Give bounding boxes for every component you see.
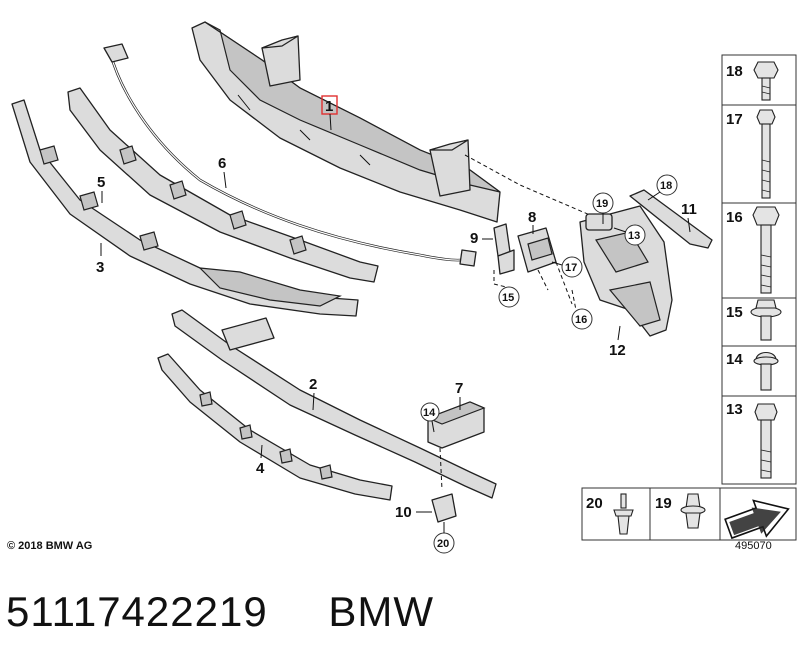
bolt-13-icon: [754, 403, 778, 479]
clip-part: [431, 493, 457, 523]
fastener-label-15: 15: [726, 304, 743, 321]
fastener-label-17: 17: [726, 111, 743, 128]
direction-arrow-icon: [724, 499, 790, 540]
bracket-11-part: [629, 189, 713, 249]
fastener-label-18: 18: [726, 63, 743, 80]
rivet-20-icon: [613, 493, 634, 535]
lower-trim-part: [171, 309, 497, 499]
callout-8: 8: [528, 209, 536, 226]
grille-rail-part: [157, 353, 393, 501]
callout-16: 16: [575, 314, 587, 326]
trim-strip-part: [103, 43, 477, 267]
bracket-strip-part: [67, 87, 379, 283]
bracket-9-part: [493, 223, 515, 275]
callout-17: 17: [565, 262, 577, 274]
bolt-18-icon: [753, 61, 779, 101]
cell-label-19: 19: [655, 495, 672, 512]
callout-20: 20: [437, 538, 449, 550]
bolt-16-icon: [752, 206, 780, 294]
mount-bracket-part: [579, 205, 673, 337]
clip-19-icon: [680, 493, 706, 529]
callout-12: 12: [609, 342, 626, 359]
callout-10: 10: [395, 504, 412, 521]
bumper-carrier-part: [191, 21, 501, 223]
callout-11: 11: [681, 201, 697, 218]
callout-2: 2: [309, 376, 317, 393]
callout-5: 5: [97, 174, 105, 191]
callout-19: 19: [596, 198, 608, 210]
highlight-box: [321, 95, 338, 115]
bolt-17-icon: [756, 109, 776, 199]
callout-14: 14: [423, 407, 436, 419]
fastener-label-14: 14: [726, 351, 743, 368]
bolt-14-icon: [753, 351, 779, 391]
callout-1: 1: [325, 98, 333, 115]
copyright-text: © 2018 BMW AG: [7, 540, 93, 552]
part-number: 51117422219: [6, 588, 268, 635]
part-number-line: 51117422219 BMW: [6, 588, 434, 636]
callout-15: 15: [502, 292, 514, 304]
fastener-label-13: 13: [726, 401, 743, 418]
callout-6: 6: [218, 155, 226, 172]
fastener-label-16: 16: [726, 209, 743, 226]
bracket-8-part: [517, 227, 557, 273]
brand-name: BMW: [328, 588, 435, 635]
callout-7: 7: [455, 380, 463, 397]
bolt-15-icon: [750, 299, 782, 341]
callout-4: 4: [256, 460, 265, 477]
callout-3: 3: [96, 259, 104, 276]
connector-part: [426, 401, 486, 449]
cell-label-20: 20: [586, 495, 603, 512]
callout-13: 13: [628, 230, 640, 242]
callout-18: 18: [660, 180, 672, 192]
callout-9: 9: [470, 230, 478, 247]
lower-support-part: [11, 99, 359, 317]
image-number: 495070: [735, 540, 772, 552]
